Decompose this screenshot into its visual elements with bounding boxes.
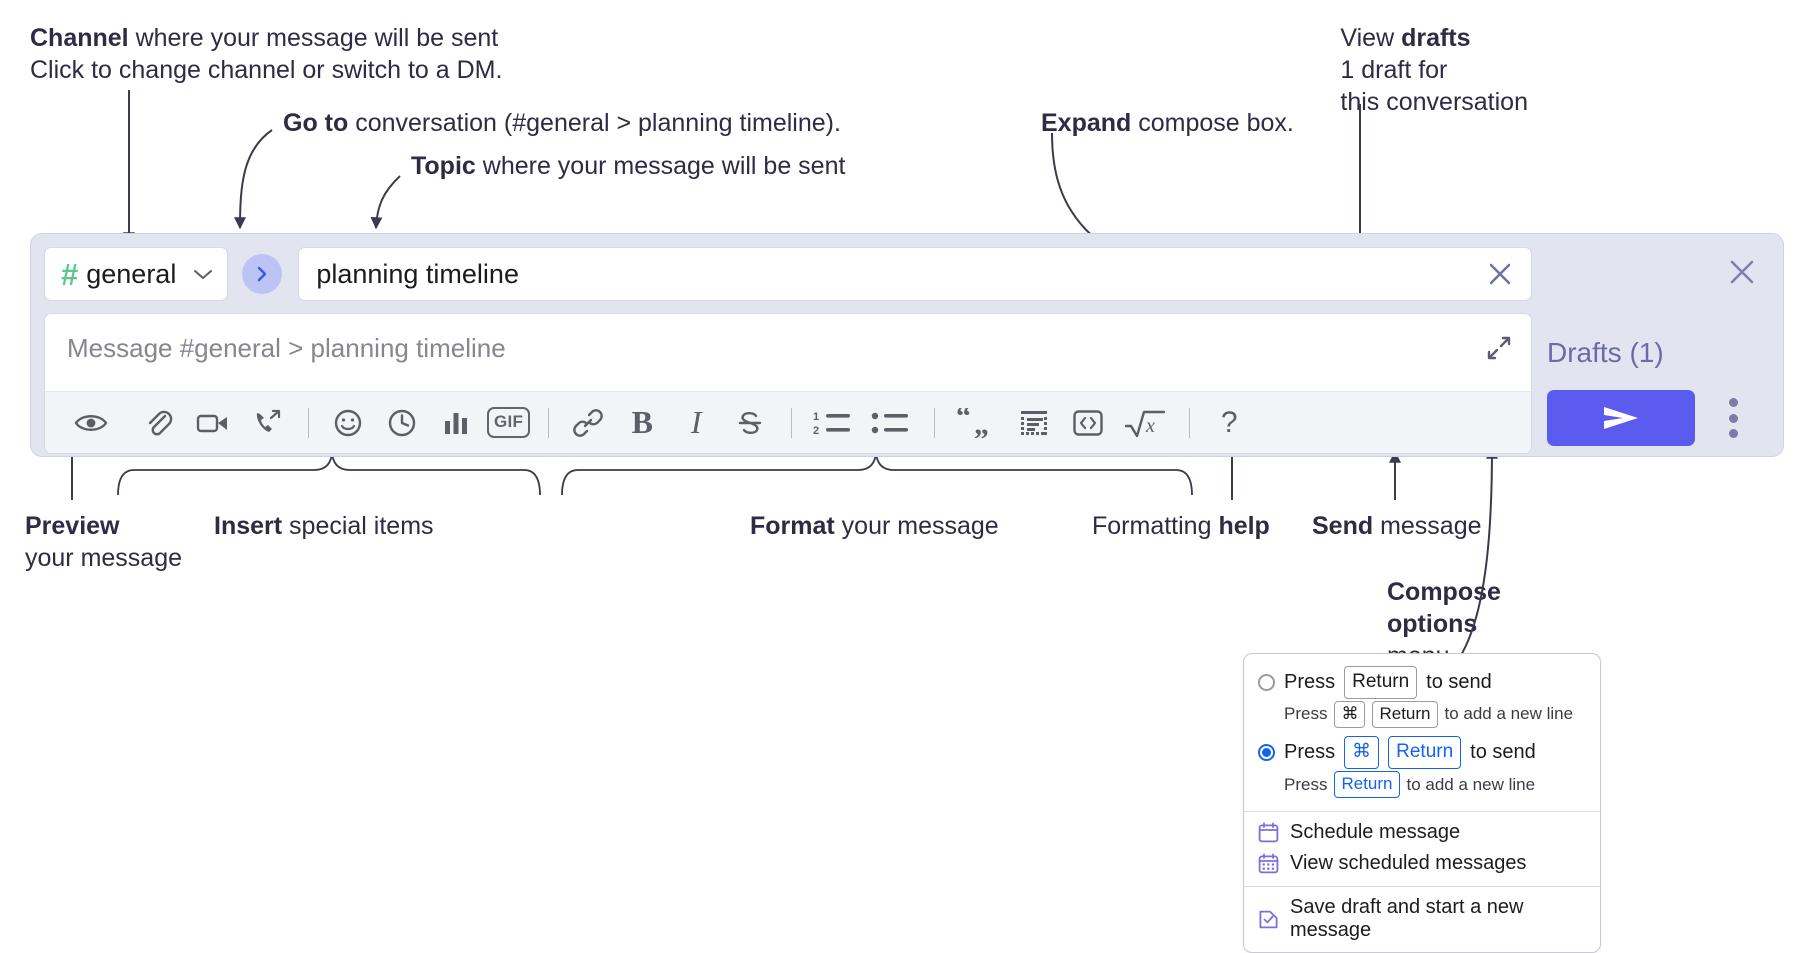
- key-command: ⌘: [1344, 736, 1380, 769]
- chevron-down-icon: [194, 270, 213, 279]
- menu-divider: [1244, 886, 1600, 888]
- attachment-icon[interactable]: [136, 400, 182, 446]
- compose-options-menu: Press Return to send Press ⌘ Return to a…: [1243, 653, 1601, 953]
- radio-return-to-send[interactable]: [1258, 673, 1275, 691]
- svg-text:„: „: [974, 408, 989, 438]
- compose-side-panel: Drafts (1): [1530, 234, 1783, 456]
- help-icon[interactable]: ?: [1220, 405, 1238, 439]
- option-pre: Press: [1284, 741, 1336, 764]
- compose-options-icon[interactable]: [1722, 394, 1744, 442]
- annotation-expand: Expand compose box.: [1041, 109, 1294, 137]
- bold-icon[interactable]: B: [631, 404, 653, 440]
- option-post: to send: [1470, 741, 1536, 764]
- audio-call-icon[interactable]: [244, 400, 290, 446]
- send-icon: [1604, 407, 1638, 429]
- sub-post: to add a new line: [1406, 774, 1536, 794]
- menu-item-schedule-message[interactable]: Schedule message: [1244, 817, 1600, 848]
- menu-item-label: Schedule message: [1290, 821, 1461, 844]
- annotation-send: Send message: [1312, 512, 1482, 540]
- svg-text:1: 1: [813, 411, 819, 423]
- annotation-goto: Go to conversation (#general > planning …: [283, 109, 841, 137]
- radio-cmd-return-to-send[interactable]: [1258, 743, 1275, 761]
- channel-selector[interactable]: # general: [44, 247, 229, 301]
- menu-item-view-scheduled-messages[interactable]: View scheduled messages: [1244, 848, 1600, 879]
- sub-pre: Press: [1284, 704, 1328, 724]
- svg-text:“: “: [956, 408, 971, 433]
- channel-name-label: general: [86, 258, 177, 289]
- sub-post: to add a new line: [1444, 704, 1574, 724]
- key-command: ⌘: [1334, 700, 1366, 729]
- option-post: to send: [1426, 671, 1492, 694]
- go-to-conversation-button[interactable]: [242, 254, 283, 294]
- menu-divider: [1244, 811, 1600, 813]
- annotation-channel: Channel where your message will be sent …: [30, 24, 503, 84]
- svg-text:x: x: [1145, 415, 1155, 437]
- compose-widget: # general planning timeline: [30, 233, 1784, 457]
- toolbar-separator: [791, 407, 793, 438]
- option-sub-row: Press ⌘ Return to add a new line: [1258, 700, 1586, 729]
- key-return: Return: [1344, 666, 1418, 699]
- annotation-preview: Preview your message: [25, 512, 183, 572]
- blockquote-icon[interactable]: “ „: [951, 400, 1003, 446]
- menu-item-save-draft[interactable]: Save draft and start a new message: [1244, 892, 1600, 946]
- ordered-list-icon[interactable]: 1 2: [808, 400, 858, 446]
- key-return: Return: [1334, 770, 1400, 799]
- annotation-formatting-help: Formatting help: [1092, 512, 1270, 540]
- send-button[interactable]: [1547, 390, 1695, 446]
- annotation-insert: Insert special items: [214, 512, 434, 540]
- menu-option-cmd-return-to-send[interactable]: Press ⌘ Return to send Press Return to a…: [1244, 734, 1600, 804]
- poll-icon[interactable]: [433, 400, 479, 446]
- save-draft-icon: [1259, 910, 1278, 929]
- menu-item-label: View scheduled messages: [1290, 852, 1527, 875]
- sub-pre: Press: [1284, 774, 1328, 794]
- message-box: Message #general > planning timeline: [44, 313, 1532, 454]
- option-main-row: Press ⌘ Return to send: [1258, 736, 1586, 769]
- annotation-format: Format your message: [750, 512, 999, 540]
- compose-main: # general planning timeline: [44, 246, 1532, 454]
- toolbar-separator: [1189, 407, 1191, 438]
- menu-option-return-to-send[interactable]: Press Return to send Press ⌘ Return to a…: [1244, 664, 1600, 734]
- toolbar-separator: [308, 407, 309, 438]
- menu-item-label: Save draft and start a new message: [1290, 896, 1524, 942]
- option-main-row: Press Return to send: [1258, 666, 1586, 699]
- svg-text:2: 2: [813, 425, 819, 437]
- bullet-list-icon[interactable]: [866, 400, 916, 446]
- calendar-grid-icon: [1258, 853, 1279, 874]
- message-input[interactable]: Message #general > planning timeline: [67, 333, 506, 363]
- inline-code-icon[interactable]: [1065, 400, 1111, 446]
- key-return: Return: [1372, 700, 1438, 729]
- compose-header-row: # general planning timeline: [44, 246, 1532, 302]
- annotation-drafts: View drafts 1 draft for this conversatio…: [1340, 24, 1528, 116]
- close-panel-icon[interactable]: [1726, 256, 1758, 288]
- clear-topic-icon[interactable]: [1485, 259, 1515, 289]
- chevron-right-icon: [258, 266, 267, 282]
- toolbar-separator: [934, 407, 936, 438]
- calendar-icon: [1258, 822, 1279, 843]
- video-icon[interactable]: [190, 400, 236, 446]
- link-icon[interactable]: [565, 400, 611, 446]
- math-icon[interactable]: x: [1119, 400, 1171, 446]
- toolbar-separator: [548, 407, 550, 438]
- expand-compose-icon[interactable]: [1486, 335, 1512, 361]
- option-pre: Press: [1284, 671, 1336, 694]
- formatting-toolbar: GIF B: [45, 391, 1531, 453]
- option-sub-row: Press Return to add a new line: [1258, 770, 1586, 799]
- topic-input[interactable]: planning timeline: [298, 247, 1532, 301]
- code-block-icon[interactable]: [1011, 400, 1057, 446]
- topic-value: planning timeline: [316, 258, 519, 289]
- drafts-link[interactable]: Drafts (1): [1547, 337, 1664, 368]
- clock-icon[interactable]: [379, 400, 425, 446]
- strikethrough-icon[interactable]: [727, 400, 773, 446]
- key-return: Return: [1388, 736, 1462, 769]
- annotation-topic: Topic where your message will be sent: [411, 152, 846, 180]
- preview-icon[interactable]: [68, 400, 114, 446]
- hash-icon: #: [61, 256, 78, 292]
- italic-icon[interactable]: I: [690, 404, 702, 440]
- emoji-icon[interactable]: [325, 400, 371, 446]
- gif-icon[interactable]: GIF: [487, 400, 531, 446]
